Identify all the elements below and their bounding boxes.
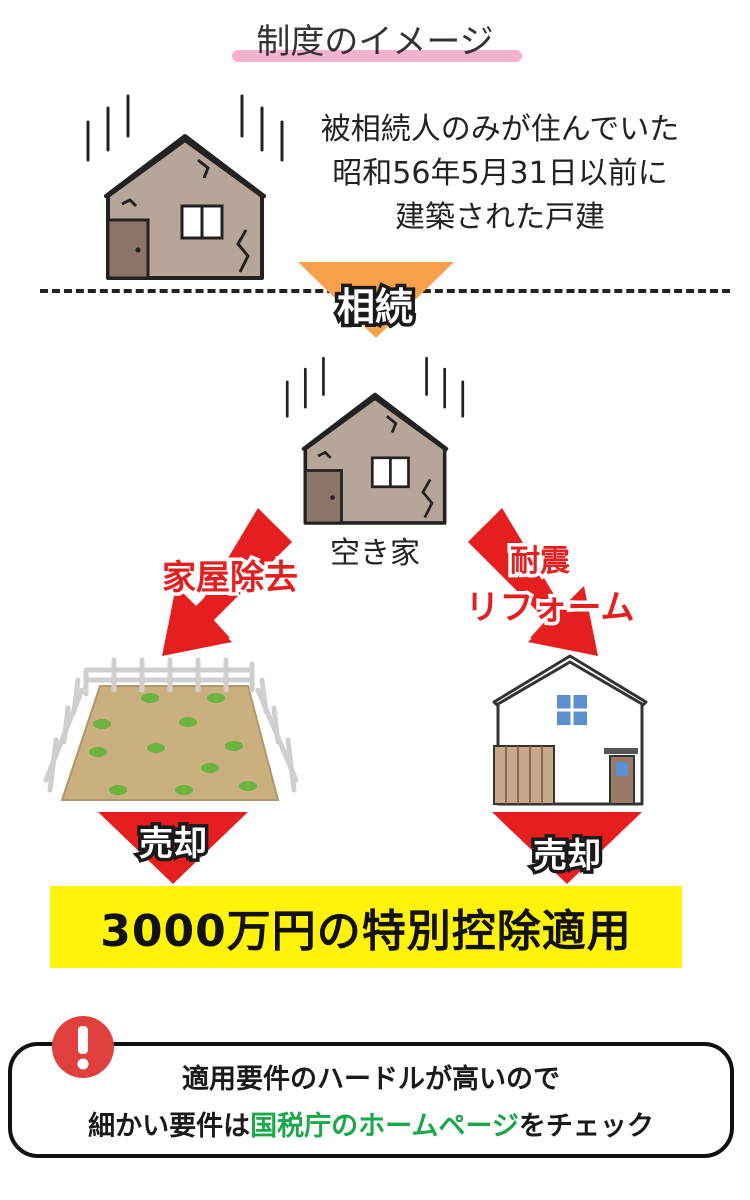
renovated-house-illustration [492, 654, 648, 806]
demolish-label: 家屋除去 [159, 555, 302, 602]
exclamation-icon [52, 1016, 114, 1078]
page-title: 制度のイメージ [256, 22, 494, 62]
old-house-top-illustration [86, 94, 284, 280]
reform-label-line2: リフォーム [462, 585, 638, 632]
notice-box [8, 1042, 734, 1158]
notice-line2: 細かい要件は国税庁のホームページをチェック [8, 1104, 734, 1143]
vacant-land-illustration [43, 657, 299, 801]
notice-text: 細かい要件は [88, 1111, 251, 1142]
sell-label-right: 売却 [530, 833, 605, 880]
reform-arrow [468, 508, 598, 656]
grass-patches [89, 693, 257, 795]
description-line: 被相続人のみが住んでいた [320, 112, 680, 147]
vacant-house-illustration [285, 356, 465, 525]
house-description: 被相続人のみが住んでいた 昭和56年5月31日以前に 建築された戸建 [290, 108, 710, 240]
vacant-house-label: 空き家 [330, 536, 420, 571]
sell-arrow-right [492, 812, 642, 884]
shake-lines [285, 356, 465, 418]
title-underline [232, 50, 522, 62]
wood-panel-lines [505, 746, 543, 804]
description-line: 昭和56年5月31日以前に [332, 156, 668, 191]
shake-lines [86, 94, 284, 162]
inheritance-arrow [298, 262, 454, 338]
inheritance-label: 相続 [333, 282, 416, 333]
reform-label-line1: 耐震 [507, 541, 574, 583]
fence [43, 657, 299, 793]
result-banner: 3000万円の特別控除適用 [50, 886, 682, 968]
sell-arrow-left [98, 812, 248, 884]
description-line: 建築された戸建 [395, 200, 605, 235]
notice-line1: 適用要件のハードルが高いので [182, 1064, 560, 1095]
sell-label-left: 売却 [136, 821, 211, 868]
nta-homepage-link[interactable]: 国税庁のホームページ [250, 1111, 519, 1142]
demolish-arrow [162, 508, 292, 656]
notice-text: をチェック [518, 1111, 654, 1142]
result-text: 3000万円の特別控除適用 [100, 906, 632, 957]
